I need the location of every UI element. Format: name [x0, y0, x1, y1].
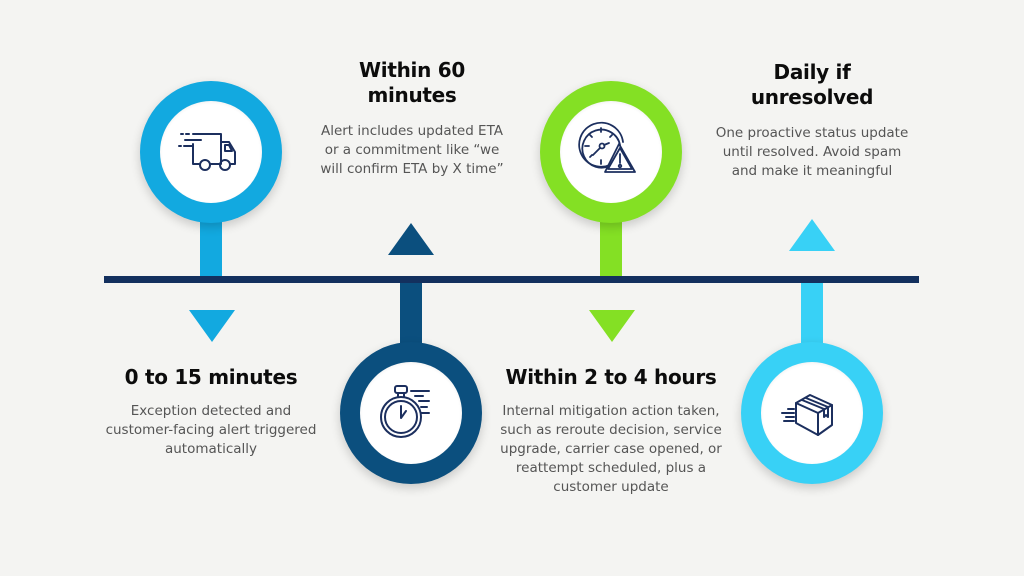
delivery-truck-icon — [178, 133, 236, 171]
text-step-1: 0 to 15 minutes Exception detected and c… — [101, 365, 321, 459]
arrow-step-2 — [388, 223, 434, 255]
fast-package-icon — [781, 394, 833, 436]
text-step-2: Within 60 minutes Alert includes updated… — [302, 58, 522, 179]
step-3-heading: Within 2 to 4 hours — [505, 365, 717, 389]
step-4-description: One proactive status update until resolv… — [715, 125, 909, 179]
arrow-step-3 — [589, 310, 635, 342]
node-step-2 — [340, 342, 482, 484]
step-2-heading: Within 60 minutes — [359, 58, 465, 107]
text-step-3: Within 2 to 4 hours Internal mitigation … — [498, 365, 724, 497]
arrow-step-4 — [789, 219, 835, 251]
clock-warning-icon — [578, 121, 636, 173]
node-step-3 — [540, 81, 682, 223]
stem-step-4 — [801, 280, 823, 360]
step-1-heading: 0 to 15 minutes — [124, 365, 298, 389]
step-2-description: Alert includes updated ETA or a commitme… — [320, 123, 504, 177]
step-3-description: Internal mitigation action taken, such a… — [500, 403, 722, 495]
stem-step-2 — [400, 280, 422, 360]
timeline-line — [104, 276, 919, 283]
step-1-description: Exception detected and customer-facing a… — [105, 403, 317, 457]
node-step-4 — [741, 342, 883, 484]
node-step-1 — [140, 81, 282, 223]
arrow-step-1 — [189, 310, 235, 342]
text-step-4: Daily if unresolved One proactive status… — [702, 60, 922, 181]
step-4-heading: Daily if unresolved — [750, 60, 874, 109]
stopwatch-icon — [380, 385, 430, 438]
